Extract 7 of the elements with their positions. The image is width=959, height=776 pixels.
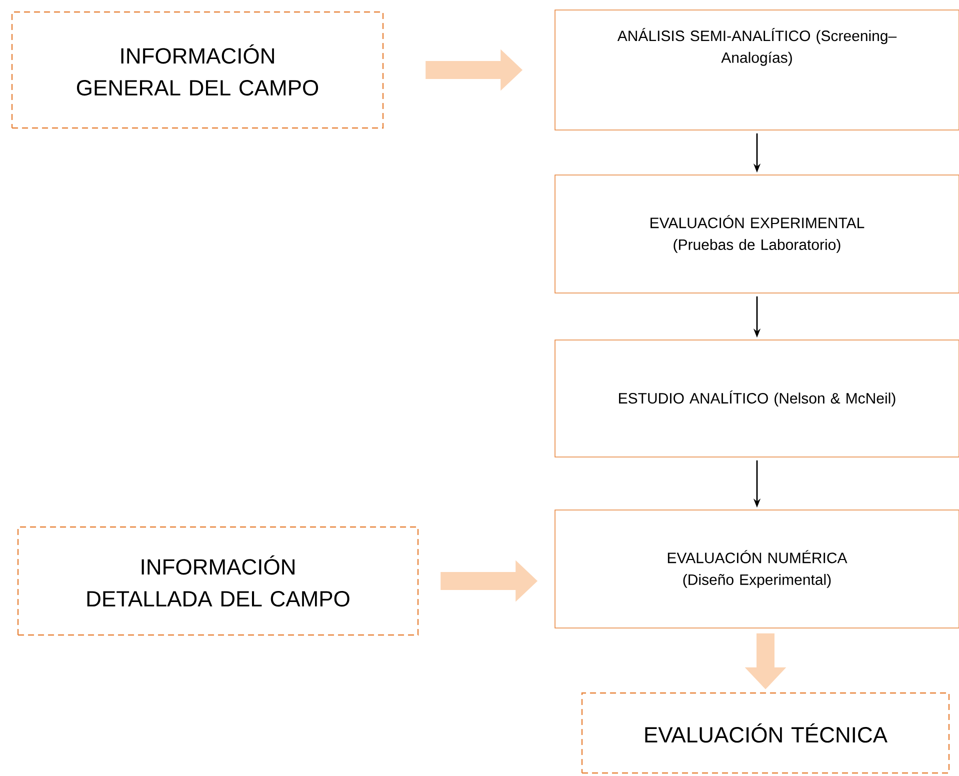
dashed-box: INFORMACIÓN DETALLADA DEL CAMPO xyxy=(17,526,419,636)
process-box: EVALUACIÓN EXPERIMENTAL (Pruebas de Laboratorio) xyxy=(554,174,959,294)
process-box: ANÁLISIS SEMI-ANALÍTICO (Screening– Analogías) xyxy=(554,10,959,130)
dashed-box: EVALUACIÓN TÉCNICA xyxy=(581,692,950,774)
process-box: ESTUDIO ANALÍTICO (Nelson & McNeil) xyxy=(554,340,959,458)
dashed-box: INFORMACIÓN GENERAL DEL CAMPO xyxy=(11,11,384,129)
process-box: EVALUACIÓN NUMÉRICA (Diseño Experimental) xyxy=(554,510,959,628)
